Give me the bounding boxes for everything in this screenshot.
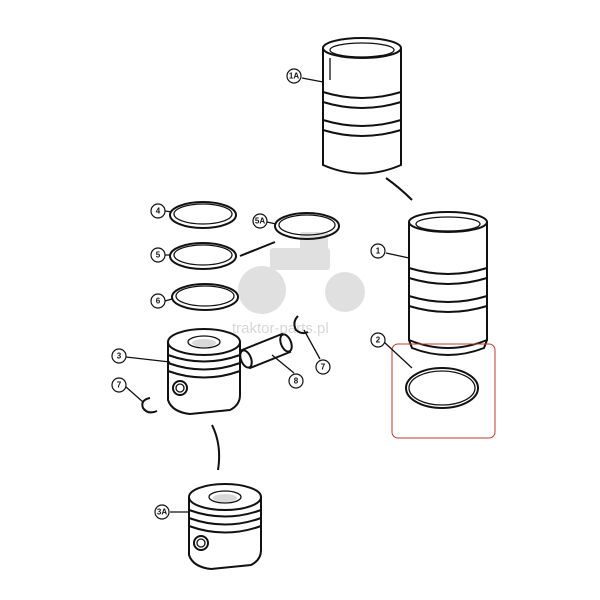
svg-text:2: 2 <box>376 336 381 345</box>
leader-ring-5A <box>239 241 276 257</box>
svg-text:1: 1 <box>376 247 381 256</box>
cylinder-liner-1A <box>322 37 402 175</box>
svg-text:3: 3 <box>117 352 122 361</box>
tractor-logo-icon <box>238 232 365 314</box>
callout-7a: 7 <box>111 377 127 393</box>
callout-2: 2 <box>370 332 386 348</box>
callout-5: 5 <box>150 247 166 263</box>
callout-3: 3 <box>111 348 127 364</box>
piston-ring-4 <box>169 201 237 229</box>
callout-7b: 7 <box>315 359 331 375</box>
leader-liner <box>385 177 413 201</box>
svg-text:7: 7 <box>321 363 326 372</box>
cylinder-liner-1 <box>408 211 488 356</box>
piston-ring-5A <box>274 212 340 240</box>
callout-1: 1 <box>370 243 386 259</box>
highlight-box <box>391 343 496 439</box>
piston-ring-5 <box>169 242 237 270</box>
piston-ring-6 <box>171 283 239 311</box>
svg-text:3A: 3A <box>157 508 167 517</box>
svg-text:5: 5 <box>156 251 161 260</box>
svg-text:8: 8 <box>294 377 299 386</box>
circlip-7a <box>141 397 158 414</box>
callout-leaders <box>125 77 413 513</box>
svg-text:1A: 1A <box>289 72 299 81</box>
callout-1A: 1A <box>286 68 302 84</box>
svg-text:4: 4 <box>156 207 161 216</box>
leader-piston <box>211 424 221 471</box>
piston-3A <box>188 483 262 571</box>
watermark: traktor-parts.pl <box>232 232 365 337</box>
callout-4: 4 <box>150 203 166 219</box>
callout-3A: 3A <box>154 504 170 520</box>
seal-ring-2 <box>405 367 479 409</box>
callout-8: 8 <box>288 373 304 389</box>
callout-5A: 5A <box>252 213 268 229</box>
circlip-7b <box>293 315 309 335</box>
callout-6: 6 <box>150 293 166 309</box>
piston-pin-8 <box>239 332 293 370</box>
svg-text:7: 7 <box>117 381 122 390</box>
piston-3 <box>167 328 241 416</box>
svg-text:6: 6 <box>156 297 161 306</box>
svg-text:5A: 5A <box>255 217 265 226</box>
